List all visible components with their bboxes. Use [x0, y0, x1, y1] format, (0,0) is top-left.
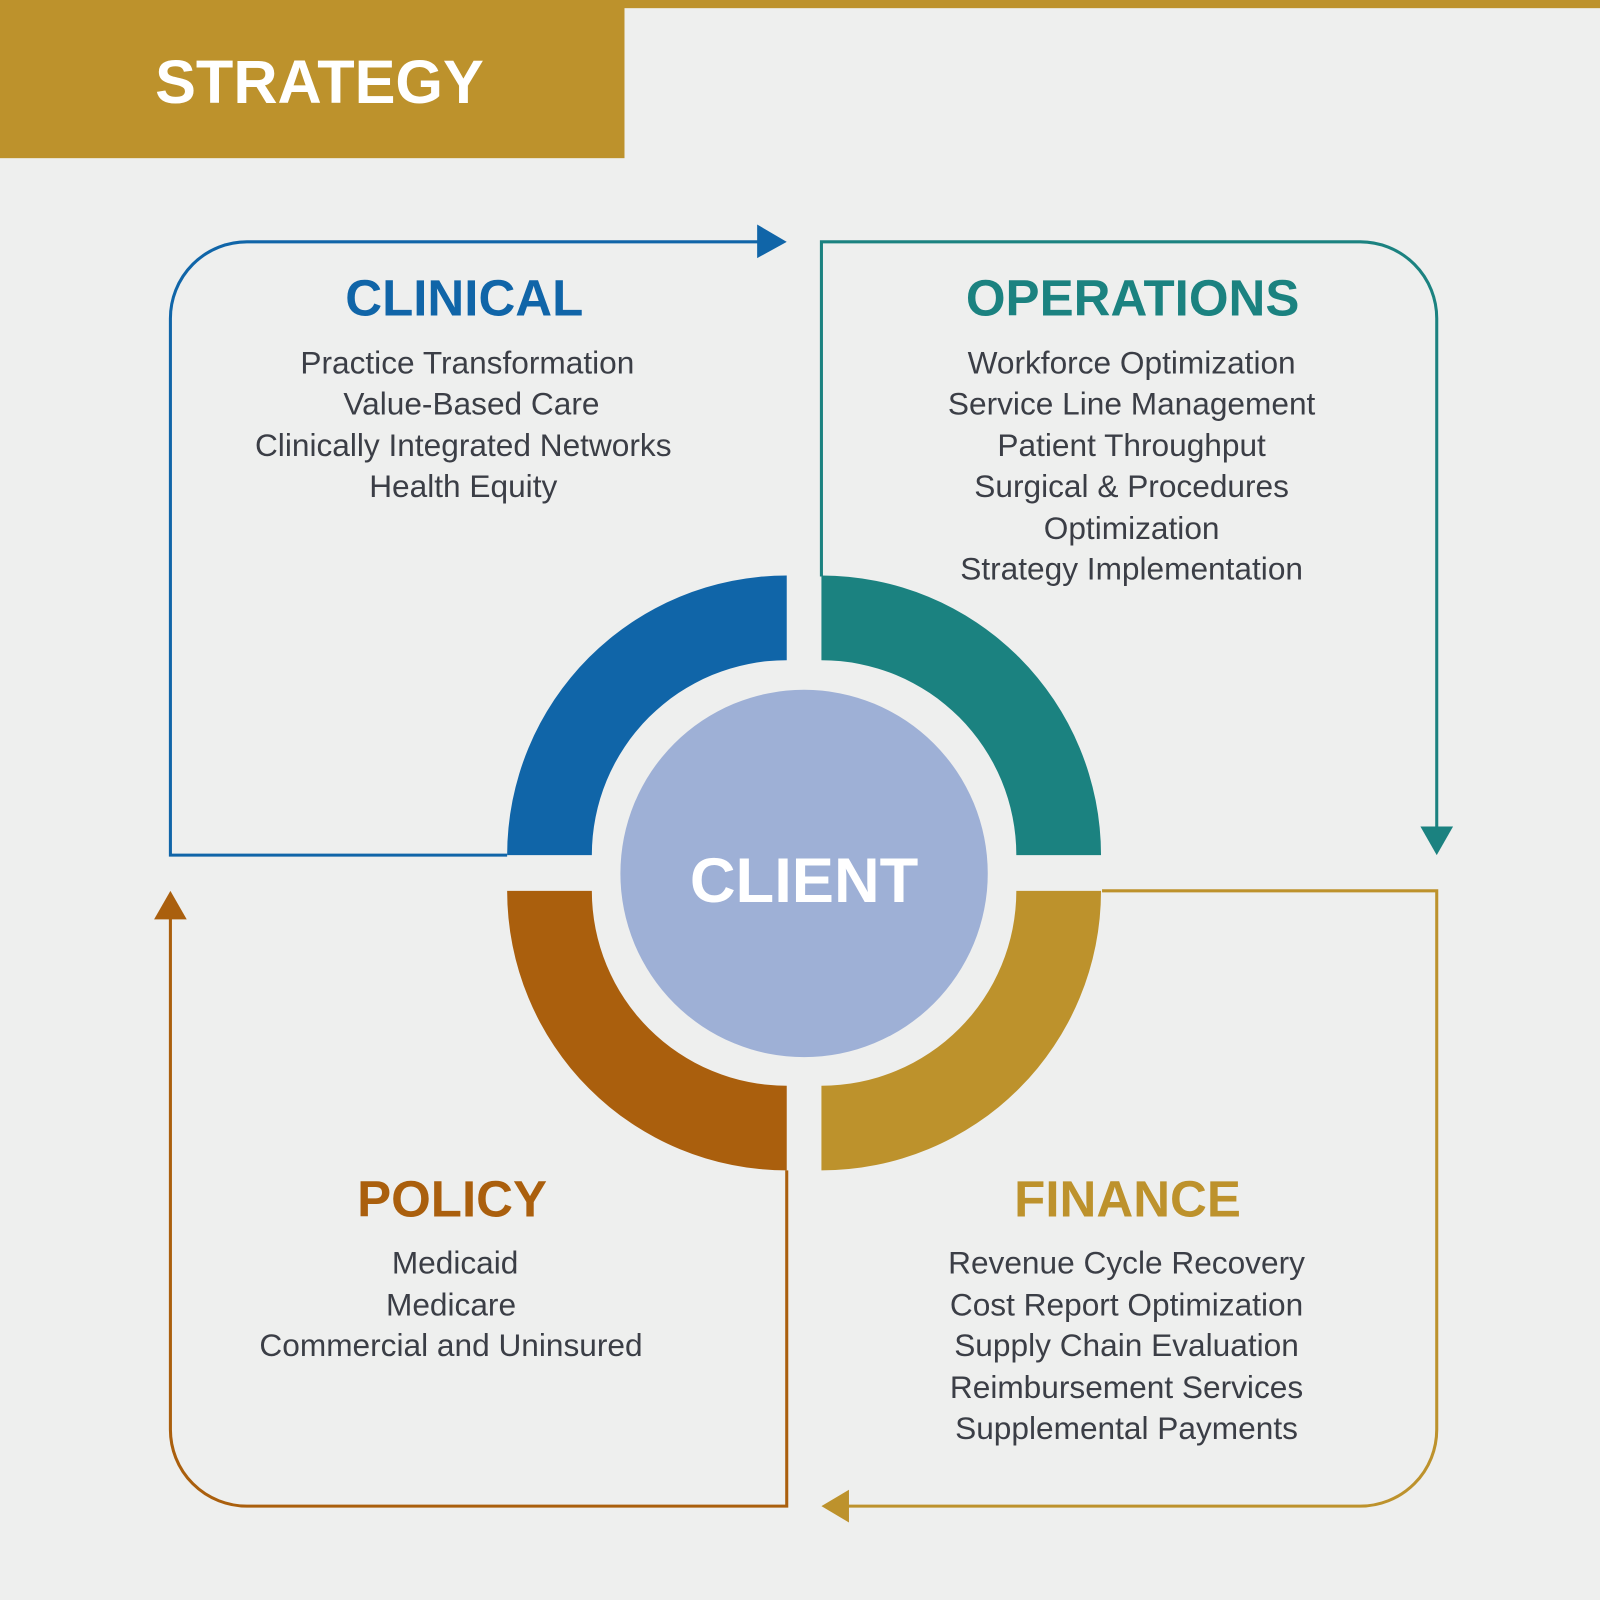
finance-flow-line: [846, 889, 1439, 1508]
page-title: STRATEGY: [155, 48, 484, 116]
operations-segment: [821, 575, 1102, 856]
clinical-arrow-icon: [757, 224, 787, 259]
clinical-item: Value-Based Care: [343, 385, 599, 421]
top-band: [0, 0, 1600, 9]
operations-item: Surgical & Procedures: [974, 468, 1289, 504]
operations-item: Workforce Optimization: [968, 344, 1296, 380]
client-circle: [620, 689, 988, 1058]
policy-segment: [507, 890, 787, 1171]
operations-heading: OPERATIONS: [966, 269, 1300, 326]
finance-arrow-icon: [821, 1489, 849, 1523]
policy-item: Commercial and Uninsured: [259, 1327, 642, 1363]
clinical-item: Health Equity: [369, 468, 557, 504]
finance-item: Revenue Cycle Recovery: [948, 1244, 1305, 1280]
finance-item: Supply Chain Evaluation: [954, 1327, 1299, 1363]
operations-arrow-icon: [1420, 826, 1454, 856]
clinical-segment: [507, 575, 787, 856]
operations-item: Optimization: [1044, 510, 1220, 546]
finance-item: Cost Report Optimization: [950, 1286, 1303, 1322]
operations-flow-line: [819, 240, 1439, 829]
finance-item: Supplemental Payments: [955, 1410, 1298, 1446]
clinical-item: Practice Transformation: [300, 344, 634, 380]
policy-item: Medicaid: [392, 1244, 519, 1280]
clinical-heading: CLINICAL: [345, 269, 583, 326]
finance-item: Reimbursement Services: [950, 1369, 1303, 1405]
policy-item: Medicare: [386, 1286, 516, 1322]
client-label: CLIENT: [690, 846, 918, 916]
operations-item: Service Line Management: [948, 385, 1316, 421]
operations-item: Strategy Implementation: [960, 551, 1303, 587]
clinical-flow-line: [168, 240, 761, 857]
finance-segment: [821, 890, 1102, 1171]
policy-heading: POLICY: [357, 1170, 547, 1227]
policy-flow-line: [168, 916, 789, 1508]
policy-arrow-icon: [154, 890, 187, 920]
operations-item: Patient Throughput: [997, 427, 1266, 463]
clinical-item: Clinically Integrated Networks: [255, 427, 672, 463]
title-banner: [0, 0, 625, 159]
finance-heading: FINANCE: [1014, 1170, 1241, 1227]
